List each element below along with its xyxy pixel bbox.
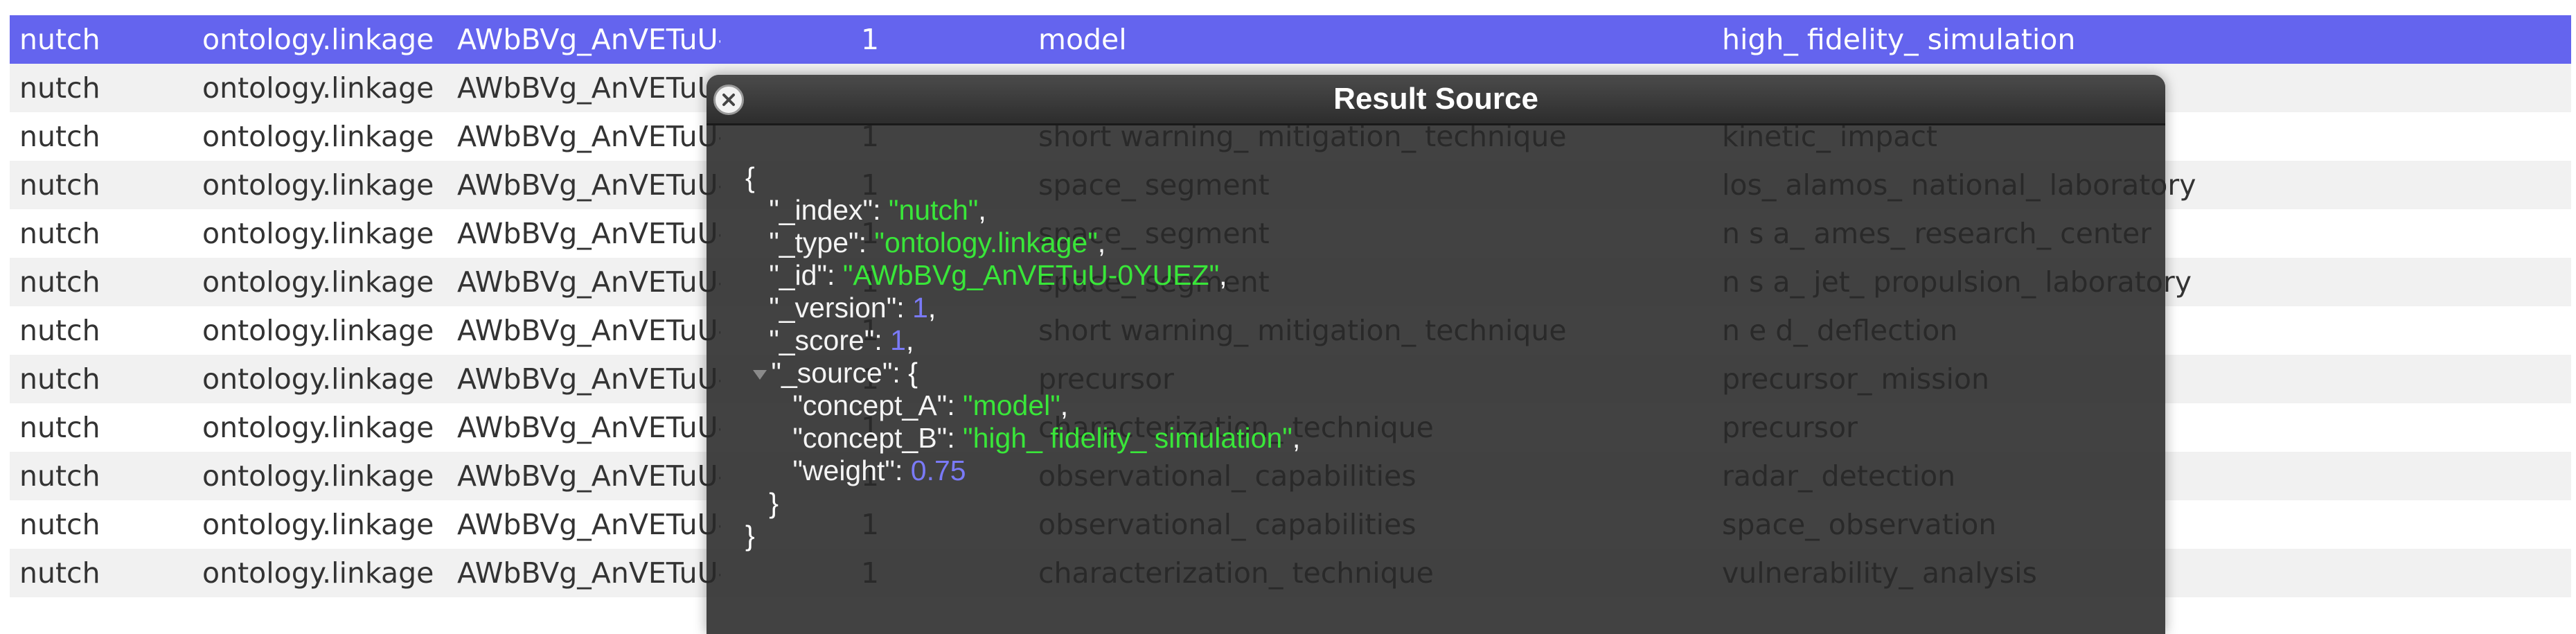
cell-type: ontology.linkage <box>202 459 434 493</box>
json-source-view: { "_index": "nutch", "_type": "ontology.… <box>745 161 1301 552</box>
cell-id: AWbBVg_AnVETuU-0YUEl <box>457 71 720 105</box>
json-key: "_index" <box>769 194 873 226</box>
cell-id: AWbBVg_AnVETuU-0YUFc <box>457 459 720 493</box>
cell-id: AWbBVg_AnVETuU-0YUFi <box>457 508 720 541</box>
cell-type: ontology.linkage <box>202 168 434 202</box>
cell-id: AWbBVg_AnVETuU-0YUEz <box>457 314 720 347</box>
json-string: "ontology.linkage" <box>874 227 1098 258</box>
json-close-brace: } <box>745 520 755 552</box>
cell-index: nutch <box>19 265 100 299</box>
json-number: 0.75 <box>910 455 966 486</box>
json-key: "weight" <box>792 455 895 486</box>
cell-type: ontology.linkage <box>202 120 434 153</box>
cell-index: nutch <box>19 459 100 493</box>
cell-concept-a: model <box>1038 23 1127 56</box>
cell-id: AWbBVg_AnVETuU-0YUEx <box>457 217 720 250</box>
cell-id: AWbBVg_AnVETuU-0YUEm <box>457 120 720 153</box>
cell-id: AWbBVg_AnVETuU-0YUEZ <box>457 23 720 56</box>
cell-index: nutch <box>19 120 100 153</box>
json-key: "_version" <box>769 292 897 324</box>
collapse-arrow-icon[interactable] <box>753 370 767 380</box>
cell-id: AWbBVg_AnVETuU-0YUFb <box>457 411 720 444</box>
cell-index: nutch <box>19 556 100 590</box>
cell-version: 1 <box>861 23 880 56</box>
cell-index: nutch <box>19 314 100 347</box>
cell-type: ontology.linkage <box>202 411 434 444</box>
table-row[interactable]: nutch ontology.linkage AWbBVg_AnVETuU-0YUE… <box>10 15 2571 64</box>
json-key: "_source" <box>771 357 893 389</box>
cell-index: nutch <box>19 362 100 396</box>
cell-concept-b: high_ fidelity_ simulation <box>1722 23 2076 56</box>
json-string: "nutch" <box>888 194 979 226</box>
cell-type: ontology.linkage <box>202 556 434 590</box>
cell-id: AWbBVg_AnVETuU-0YUFu <box>457 556 720 590</box>
json-open-brace: { <box>908 357 918 389</box>
json-key: "_id" <box>769 259 828 291</box>
json-string: "model" <box>963 389 1060 421</box>
cell-index: nutch <box>19 508 100 541</box>
cell-type: ontology.linkage <box>202 265 434 299</box>
cell-id: AWbBVg_AnVETuU-0YUEy <box>457 265 720 299</box>
cell-index: nutch <box>19 23 100 56</box>
cell-index: nutch <box>19 217 100 250</box>
json-key: "_type" <box>769 227 859 258</box>
json-open-brace: { <box>745 161 755 193</box>
cell-type: ontology.linkage <box>202 217 434 250</box>
cell-type: ontology.linkage <box>202 71 434 105</box>
json-string: "AWbBVg_AnVETuU-0YUEZ" <box>842 259 1220 291</box>
result-source-dialog: Result Source { "_index": "nutch", "_typ… <box>707 75 2165 634</box>
json-key: "concept_B" <box>792 422 948 454</box>
cell-index: nutch <box>19 71 100 105</box>
dialog-title: Result Source <box>707 75 2165 125</box>
cell-type: ontology.linkage <box>202 508 434 541</box>
json-number: 1 <box>890 324 906 356</box>
close-icon[interactable] <box>713 85 744 115</box>
cell-type: ontology.linkage <box>202 362 434 396</box>
cell-type: ontology.linkage <box>202 23 434 56</box>
cell-index: nutch <box>19 168 100 202</box>
json-key: "_score" <box>769 324 875 356</box>
cell-index: nutch <box>19 411 100 444</box>
cell-id: AWbBVg_AnVETuU-0YUFa <box>457 362 720 396</box>
json-string: "high_ fidelity_ simulation" <box>963 422 1293 454</box>
json-key: "concept_A" <box>792 389 948 421</box>
cell-id: AWbBVg_AnVETuU-0YUEw <box>457 168 720 202</box>
json-close-brace: } <box>769 487 779 519</box>
cell-type: ontology.linkage <box>202 314 434 347</box>
json-number: 1 <box>912 292 928 324</box>
